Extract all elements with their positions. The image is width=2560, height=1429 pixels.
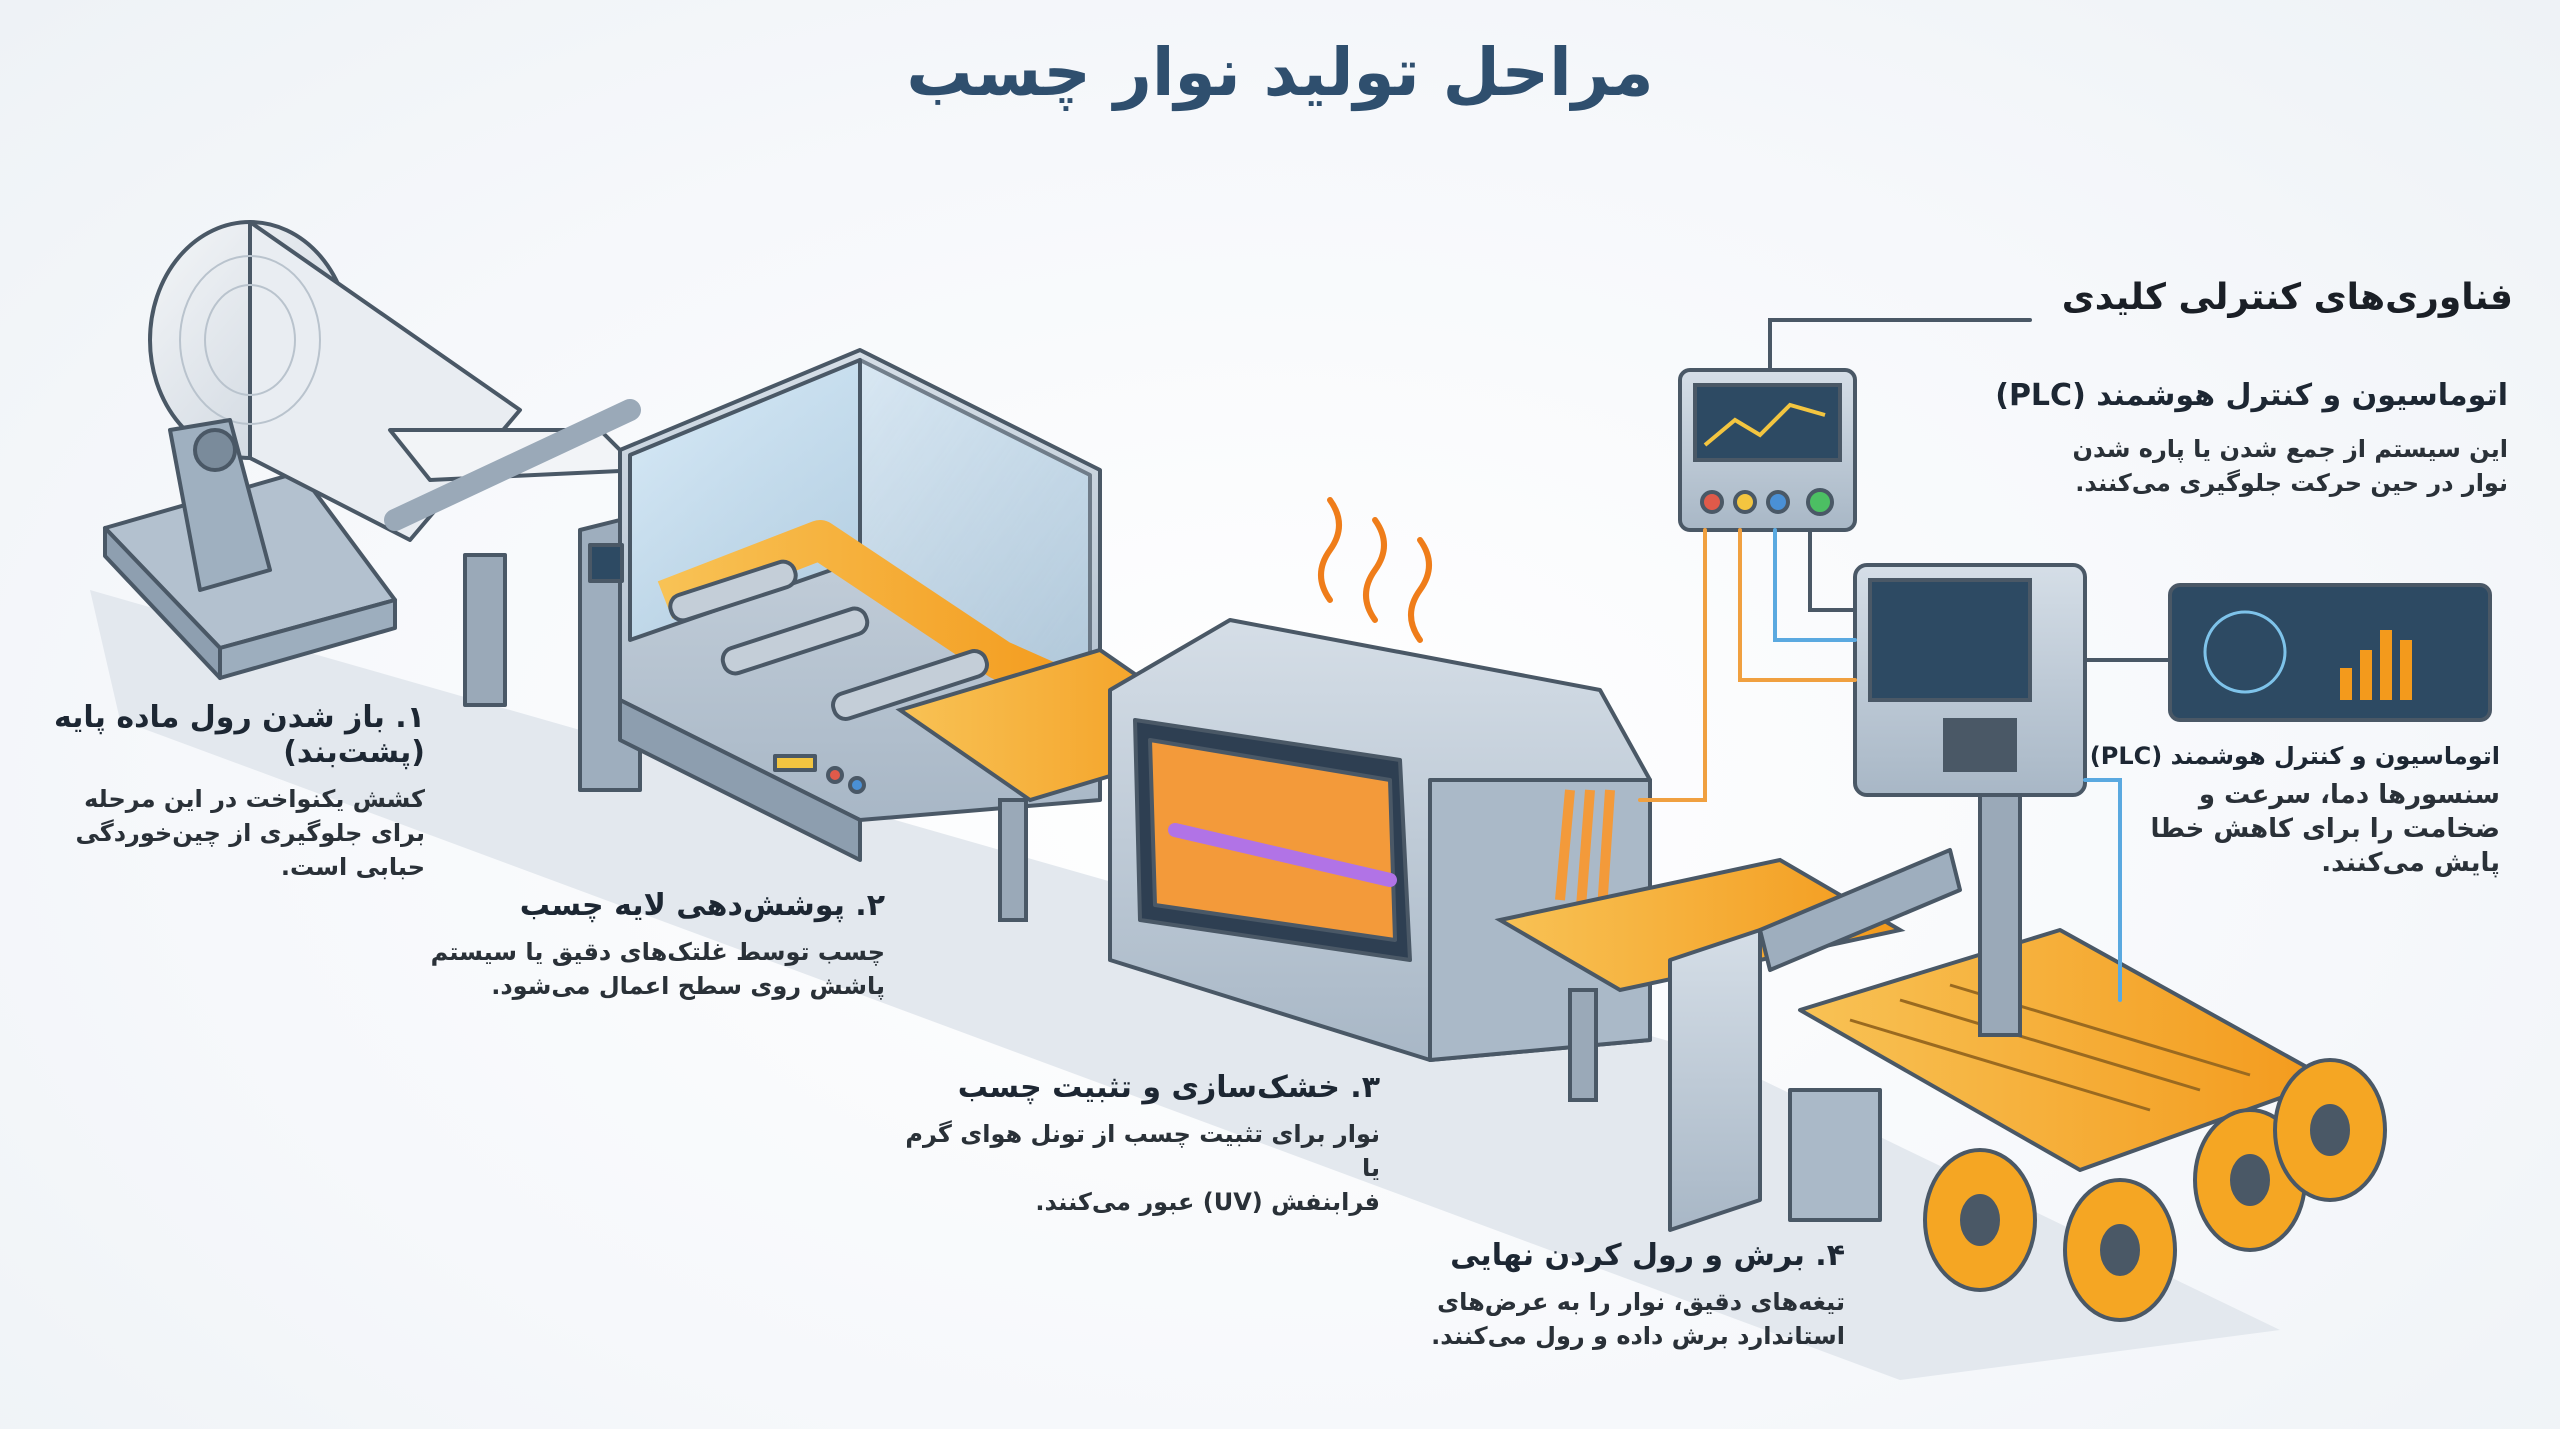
step-1-text: ۱. باز شدن رول ماده پایه (پشت‌بند) کشش ی… — [5, 700, 425, 884]
page-title: مراحل تولید نوار چسب — [906, 34, 1654, 111]
step-4-title: ۴. برش و رول کردن نهایی — [1450, 1238, 1845, 1273]
sensor-title: اتوماسیون و کنترل هوشمند (PLC) — [2089, 742, 2500, 770]
sensor-line-3: پایش می‌کنند. — [2321, 848, 2500, 878]
plc-line-2: نوار در حین حرکت جلوگیری می‌کنند. — [2075, 469, 2508, 497]
step-3-text: ۳. خشک‌سازی و تثبیت چسب نوار برای تثبیت … — [880, 1070, 1380, 1219]
conveyor-belt-2 — [1494, 857, 1906, 1102]
slitter-rewinder — [1668, 848, 2387, 1322]
step-3-title: ۳. خشک‌سازی و تثبیت چسب — [957, 1070, 1380, 1105]
step-4-text: ۴. برش و رول کردن نهایی تیغه‌های دقیق، ن… — [1385, 1238, 1845, 1353]
roller-bar — [384, 399, 641, 531]
finished-tape-rolls — [1923, 1058, 2387, 1322]
sensor-text: اتوماسیون و کنترل هوشمند (PLC) سنسورها د… — [2020, 742, 2500, 880]
control-cables — [1638, 318, 2172, 1002]
step-4-line-1: تیغه‌های دقیق، نوار را به عرض‌های — [1437, 1288, 1845, 1316]
plc-title: اتوماسیون و کنترل هوشمند (PLC) — [1995, 378, 2508, 413]
unwind-roll-machine — [103, 220, 642, 707]
step-3-line-1: نوار برای تثبیت چسب از تونل هوای گرم یا — [905, 1120, 1380, 1182]
step-2-line-2: پاشش روی سطح اعمال می‌شود. — [491, 972, 885, 1000]
sensor-line-2: ضخامت را برای کاهش خطا — [2150, 814, 2500, 844]
ai-monitor — [2168, 583, 2492, 722]
controls-heading: فناوری‌های کنترلی کلیدی — [2061, 277, 2513, 318]
sensor-line-1: سنسورها دما، سرعت و — [2198, 780, 2500, 810]
drying-tunnel — [1108, 497, 1652, 1062]
plc-line-1: این سیستم از جمع شدن یا پاره شدن — [2072, 435, 2508, 463]
uv-lamp — [1168, 823, 1397, 887]
step-1-line-1: کشش یکنواخت در این مرحله — [84, 785, 425, 813]
step-4-line-2: استاندارد برش داده و رول می‌کنند. — [1431, 1322, 1845, 1350]
step-3-line-2: فرابنفش (UV) عبور می‌کنند. — [1035, 1188, 1380, 1216]
plc-panel-top — [1678, 368, 1857, 532]
plc-description: این سیستم از جمع شدن یا پاره شدن نوار در… — [1948, 432, 2508, 500]
step-2-text: ۲. پوشش‌دهی لایه چسب چسب توسط غلتک‌های د… — [425, 888, 885, 1003]
plc-panel-middle — [1853, 563, 2087, 1037]
step-1-title: ۱. باز شدن رول ماده پایه (پشت‌بند) — [53, 700, 425, 770]
step-2-title: ۲. پوشش‌دهی لایه چسب — [519, 888, 885, 923]
step-2-line-1: چسب توسط غلتک‌های دقیق یا سیستم — [430, 938, 885, 966]
step-1-line-3: حبابی است. — [280, 853, 425, 881]
coating-control-screen — [588, 543, 624, 583]
step-1-line-2: برای جلوگیری از چین‌خوردگی — [75, 819, 426, 847]
